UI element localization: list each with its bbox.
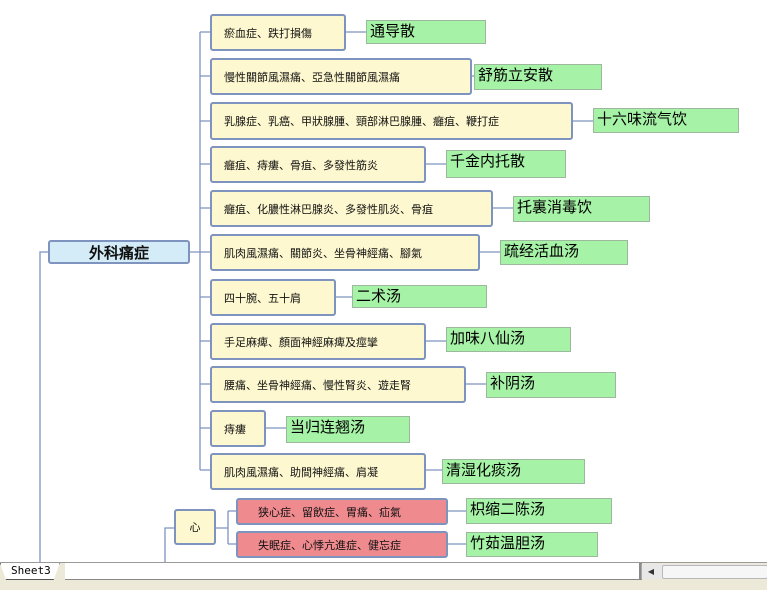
remedy-connectors bbox=[266, 31, 593, 471]
remedy-label[interactable]: 竹茹温胆汤 bbox=[466, 532, 598, 557]
symptom-label: 乳腺症、乳癌、甲狀腺腫、頸部淋巴腺腫、癰疽、鞭打症 bbox=[224, 115, 499, 128]
heart-trunk-connector bbox=[216, 510, 236, 545]
symptom-label: 癰疽、痔瘻、骨疽、多發性筋炎 bbox=[224, 158, 378, 172]
symptom-node[interactable]: 痔瘻 bbox=[210, 410, 266, 447]
symptom-node[interactable]: 癰疽、化膿性淋巴腺炎、多發性肌炎、骨疽 bbox=[210, 190, 493, 227]
horizontal-scrollbar[interactable]: ◀ bbox=[641, 564, 767, 579]
symptom-label: 瘀血症、跌打損傷 bbox=[224, 26, 312, 40]
remedy-label[interactable]: 二术汤 bbox=[352, 285, 487, 308]
symptom-node[interactable]: 四十腕、五十肩 bbox=[210, 279, 336, 316]
symptom-label: 癰疽、化膿性淋巴腺炎、多發性肌炎、骨疽 bbox=[224, 202, 433, 216]
scrollbar-thumb[interactable] bbox=[662, 565, 767, 579]
remedy-label[interactable]: 清湿化痰汤 bbox=[442, 459, 585, 484]
remedy-label[interactable]: 十六味流气饮 bbox=[593, 108, 739, 133]
symptom-node[interactable]: 瘀血症、跌打損傷 bbox=[210, 14, 346, 51]
symptom-node[interactable]: 乳腺症、乳癌、甲狀腺腫、頸部淋巴腺腫、癰疽、鞭打症 bbox=[210, 102, 573, 140]
remedy-label[interactable]: 补阴汤 bbox=[486, 372, 616, 398]
heart-remedy-connectors bbox=[448, 510, 466, 545]
symptom-node[interactable]: 癰疽、痔瘻、骨疽、多發性筋炎 bbox=[210, 146, 426, 183]
symptom-node[interactable]: 肌肉風濕痛、助間神經痛、肩凝 bbox=[210, 453, 426, 490]
mindmap-canvas: 外科痛症 瘀血症、跌打損傷 慢性關節風濕痛、亞急性關節風濕痛 乳腺症、乳癌、甲狀… bbox=[39, 14, 739, 562]
symptom-label: 腰痛、坐骨神經痛、慢性腎炎、遊走腎 bbox=[224, 378, 411, 392]
remedy-label[interactable]: 托裏消毒饮 bbox=[513, 196, 650, 222]
root-label: 外科痛症 bbox=[88, 243, 149, 262]
remedy-label[interactable]: 千金内托散 bbox=[446, 150, 566, 178]
remedy-label[interactable]: 当归连翘汤 bbox=[286, 416, 410, 443]
tab-split-handle[interactable] bbox=[639, 563, 642, 580]
symptom-node-heart[interactable]: 失眠症、心悸亢進症、健忘症 bbox=[236, 531, 448, 558]
heart-spine-connector bbox=[164, 527, 174, 562]
symptom-label: 失眠症、心悸亢進症、健忘症 bbox=[258, 538, 401, 552]
remedy-label[interactable]: 舒筋立安散 bbox=[474, 64, 602, 90]
symptom-label: 肌肉風濕痛、關節炎、坐骨神經痛、腳氣 bbox=[224, 246, 422, 260]
root-node[interactable]: 外科痛症 bbox=[48, 240, 190, 264]
heart-node[interactable]: 心 bbox=[174, 509, 216, 545]
remedy-label[interactable]: 疏经活血汤 bbox=[500, 240, 628, 265]
symptom-node[interactable]: 慢性關節風濕痛、亞急性關節風濕痛 bbox=[210, 58, 472, 95]
symptom-node[interactable]: 手足麻痺、顏面神經麻痺及痙攣 bbox=[210, 323, 426, 360]
symptom-node-heart[interactable]: 狭心症、留飲症、胃痛、疝氣 bbox=[236, 498, 448, 525]
sheet-tab-label: Sheet3 bbox=[11, 564, 51, 577]
root-trunk-connector bbox=[190, 31, 210, 471]
remedy-label[interactable]: 加味八仙汤 bbox=[446, 327, 571, 352]
scroll-left-arrow-icon[interactable]: ◀ bbox=[647, 567, 655, 576]
remedy-label[interactable]: 通导散 bbox=[366, 20, 486, 44]
symptom-label: 手足麻痺、顏面神經麻痺及痙攣 bbox=[224, 335, 378, 349]
symptom-node[interactable]: 腰痛、坐骨神經痛、慢性腎炎、遊走腎 bbox=[210, 366, 466, 403]
symptom-label: 肌肉風濕痛、助間神經痛、肩凝 bbox=[224, 465, 378, 479]
connector-lines bbox=[39, 31, 593, 562]
tab-area bbox=[65, 563, 641, 580]
heart-label: 心 bbox=[189, 521, 201, 534]
remedy-label[interactable]: 枳缩二陈汤 bbox=[466, 498, 612, 524]
symptom-label: 狭心症、留飲症、胃痛、疝氣 bbox=[258, 505, 401, 519]
symptom-label: 四十腕、五十肩 bbox=[224, 291, 301, 305]
symptom-label: 痔瘻 bbox=[224, 422, 246, 436]
root-spine-connector bbox=[39, 251, 48, 562]
symptom-node[interactable]: 肌肉風濕痛、關節炎、坐骨神經痛、腳氣 bbox=[210, 234, 480, 271]
sheet-tab[interactable]: Sheet3 bbox=[0, 563, 60, 580]
symptom-label: 慢性關節風濕痛、亞急性關節風濕痛 bbox=[224, 70, 400, 84]
sheet-tab-bar: Sheet3 ◀ bbox=[0, 562, 767, 590]
